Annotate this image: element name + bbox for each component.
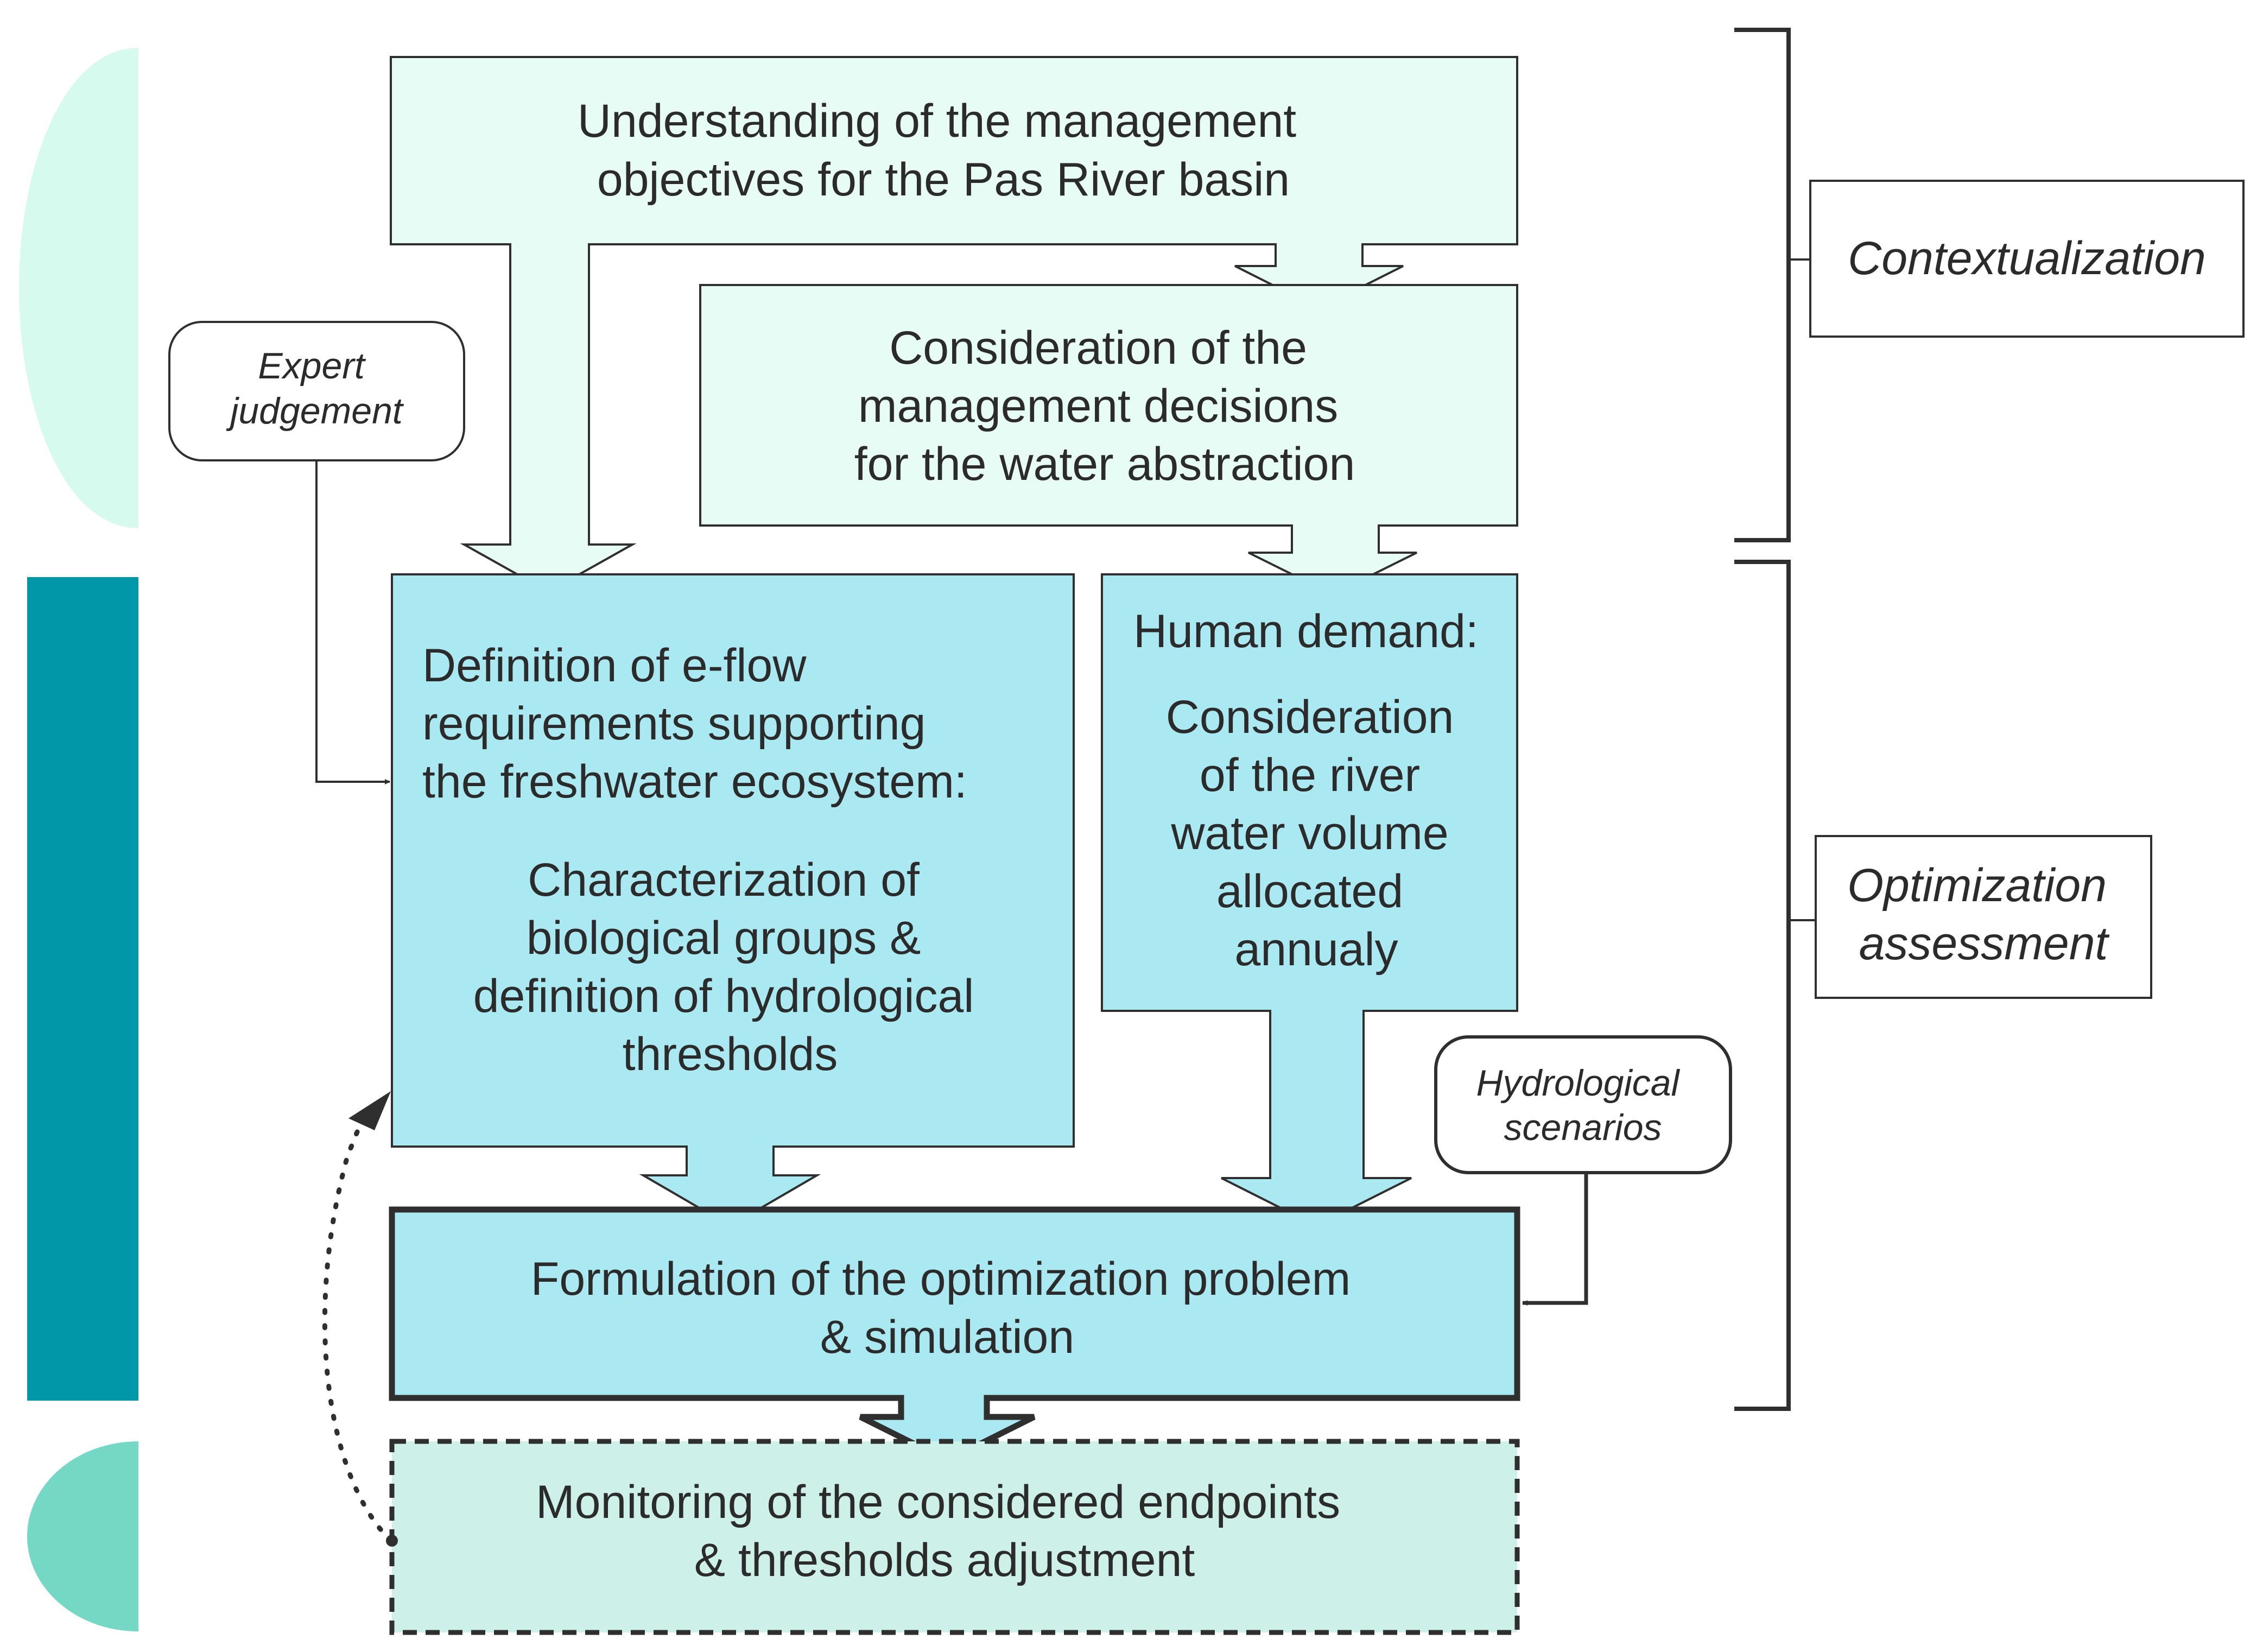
human-detail-line-5: annualy bbox=[1234, 923, 1398, 976]
decisions-line-1: Consideration of the bbox=[889, 322, 1307, 374]
optimization-assessment-label: Optimization assessment bbox=[1847, 859, 2120, 970]
objectives-line-2: objectives for the Pas River basin bbox=[597, 154, 1290, 206]
objectives-line-1: Understanding of the management bbox=[578, 95, 1296, 147]
eflow-detail-line-4: thresholds bbox=[623, 1028, 838, 1080]
eflow-box bbox=[391, 573, 1075, 1227]
expert-line-1: Expert bbox=[258, 345, 366, 387]
human-detail-line-4: allocated bbox=[1216, 865, 1403, 917]
hydrological-scenarios-text: Hydrological scenarios bbox=[1476, 1062, 1689, 1148]
expert-judgement-text: Expert judgement bbox=[226, 345, 404, 432]
feedback-arrowhead-icon bbox=[348, 1091, 391, 1130]
eflow-detail-text: Characterization of biological groups & … bbox=[473, 854, 987, 1080]
objectives-text: Understanding of the management objectiv… bbox=[578, 95, 1309, 206]
assessment-bracket bbox=[1734, 560, 1791, 1411]
eflow-heading-text: Definition of e-flow requirements suppor… bbox=[422, 640, 967, 808]
expert-judgement-connector bbox=[315, 460, 390, 784]
context-bracket bbox=[1734, 28, 1791, 542]
formulation-text: Formulation of the optimization problem … bbox=[531, 1253, 1364, 1363]
eflow-detail-line-1: Characterization of bbox=[528, 854, 920, 906]
left-phase-marker-monitoring bbox=[27, 1441, 138, 1631]
left-phase-marker-assessment bbox=[27, 577, 138, 1401]
eflow-detail-line-2: biological groups & bbox=[527, 912, 921, 964]
optimization-label-line-2: assessment bbox=[1859, 917, 2110, 970]
feedback-start-dot bbox=[386, 1535, 398, 1547]
hydrological-scenarios-connector bbox=[1522, 1173, 1588, 1306]
human-detail-line-1: Consideration bbox=[1166, 691, 1454, 743]
formulation-box bbox=[389, 1206, 1520, 1464]
human-detail-line-2: of the river bbox=[1200, 749, 1420, 801]
hydrological-scenarios-note bbox=[1434, 1035, 1732, 1174]
contextualization-label: Contextualization bbox=[1848, 232, 2206, 284]
formulation-line-1: Formulation of the optimization problem bbox=[531, 1253, 1351, 1305]
scenarios-line-2: scenarios bbox=[1504, 1107, 1662, 1148]
objectives-box bbox=[390, 56, 1518, 593]
decisions-line-3: for the water abstraction bbox=[854, 438, 1355, 490]
eflow-heading-line-3: the freshwater ecosystem: bbox=[422, 756, 967, 808]
monitoring-text: Monitoring of the considered endpoints &… bbox=[536, 1476, 1353, 1586]
optimization-assessment-label-box bbox=[1815, 835, 2152, 999]
left-phase-marker-context bbox=[19, 48, 138, 528]
optimization-label-line-1: Optimization bbox=[1847, 859, 2107, 912]
eflow-detail-line-3: definition of hydrological bbox=[473, 970, 974, 1022]
scenarios-line-1: Hydrological bbox=[1476, 1062, 1680, 1104]
formulation-line-2: & simulation bbox=[820, 1311, 1074, 1363]
eflow-heading-line-1: Definition of e-flow bbox=[422, 640, 807, 692]
human-demand-heading: Human demand: bbox=[1133, 605, 1479, 657]
contextualization-label-box bbox=[1809, 180, 2245, 338]
expert-line-2: judgement bbox=[226, 390, 404, 432]
human-detail-line-3: water volume bbox=[1170, 807, 1448, 859]
human-demand-detail-text: Consideration of the river water volume … bbox=[1166, 691, 1467, 976]
decisions-text: Consideration of the management decision… bbox=[854, 322, 1355, 490]
decisions-line-2: management decisions bbox=[858, 380, 1338, 432]
human-demand-box bbox=[1101, 573, 1518, 1227]
feedback-dotted-arrow bbox=[322, 1126, 394, 1543]
monitoring-line-1: Monitoring of the considered endpoints bbox=[536, 1476, 1340, 1528]
monitoring-line-2: & thresholds adjustment bbox=[694, 1534, 1195, 1586]
monitoring-box bbox=[389, 1439, 1520, 1635]
eflow-heading-line-2: requirements supporting bbox=[422, 698, 926, 750]
